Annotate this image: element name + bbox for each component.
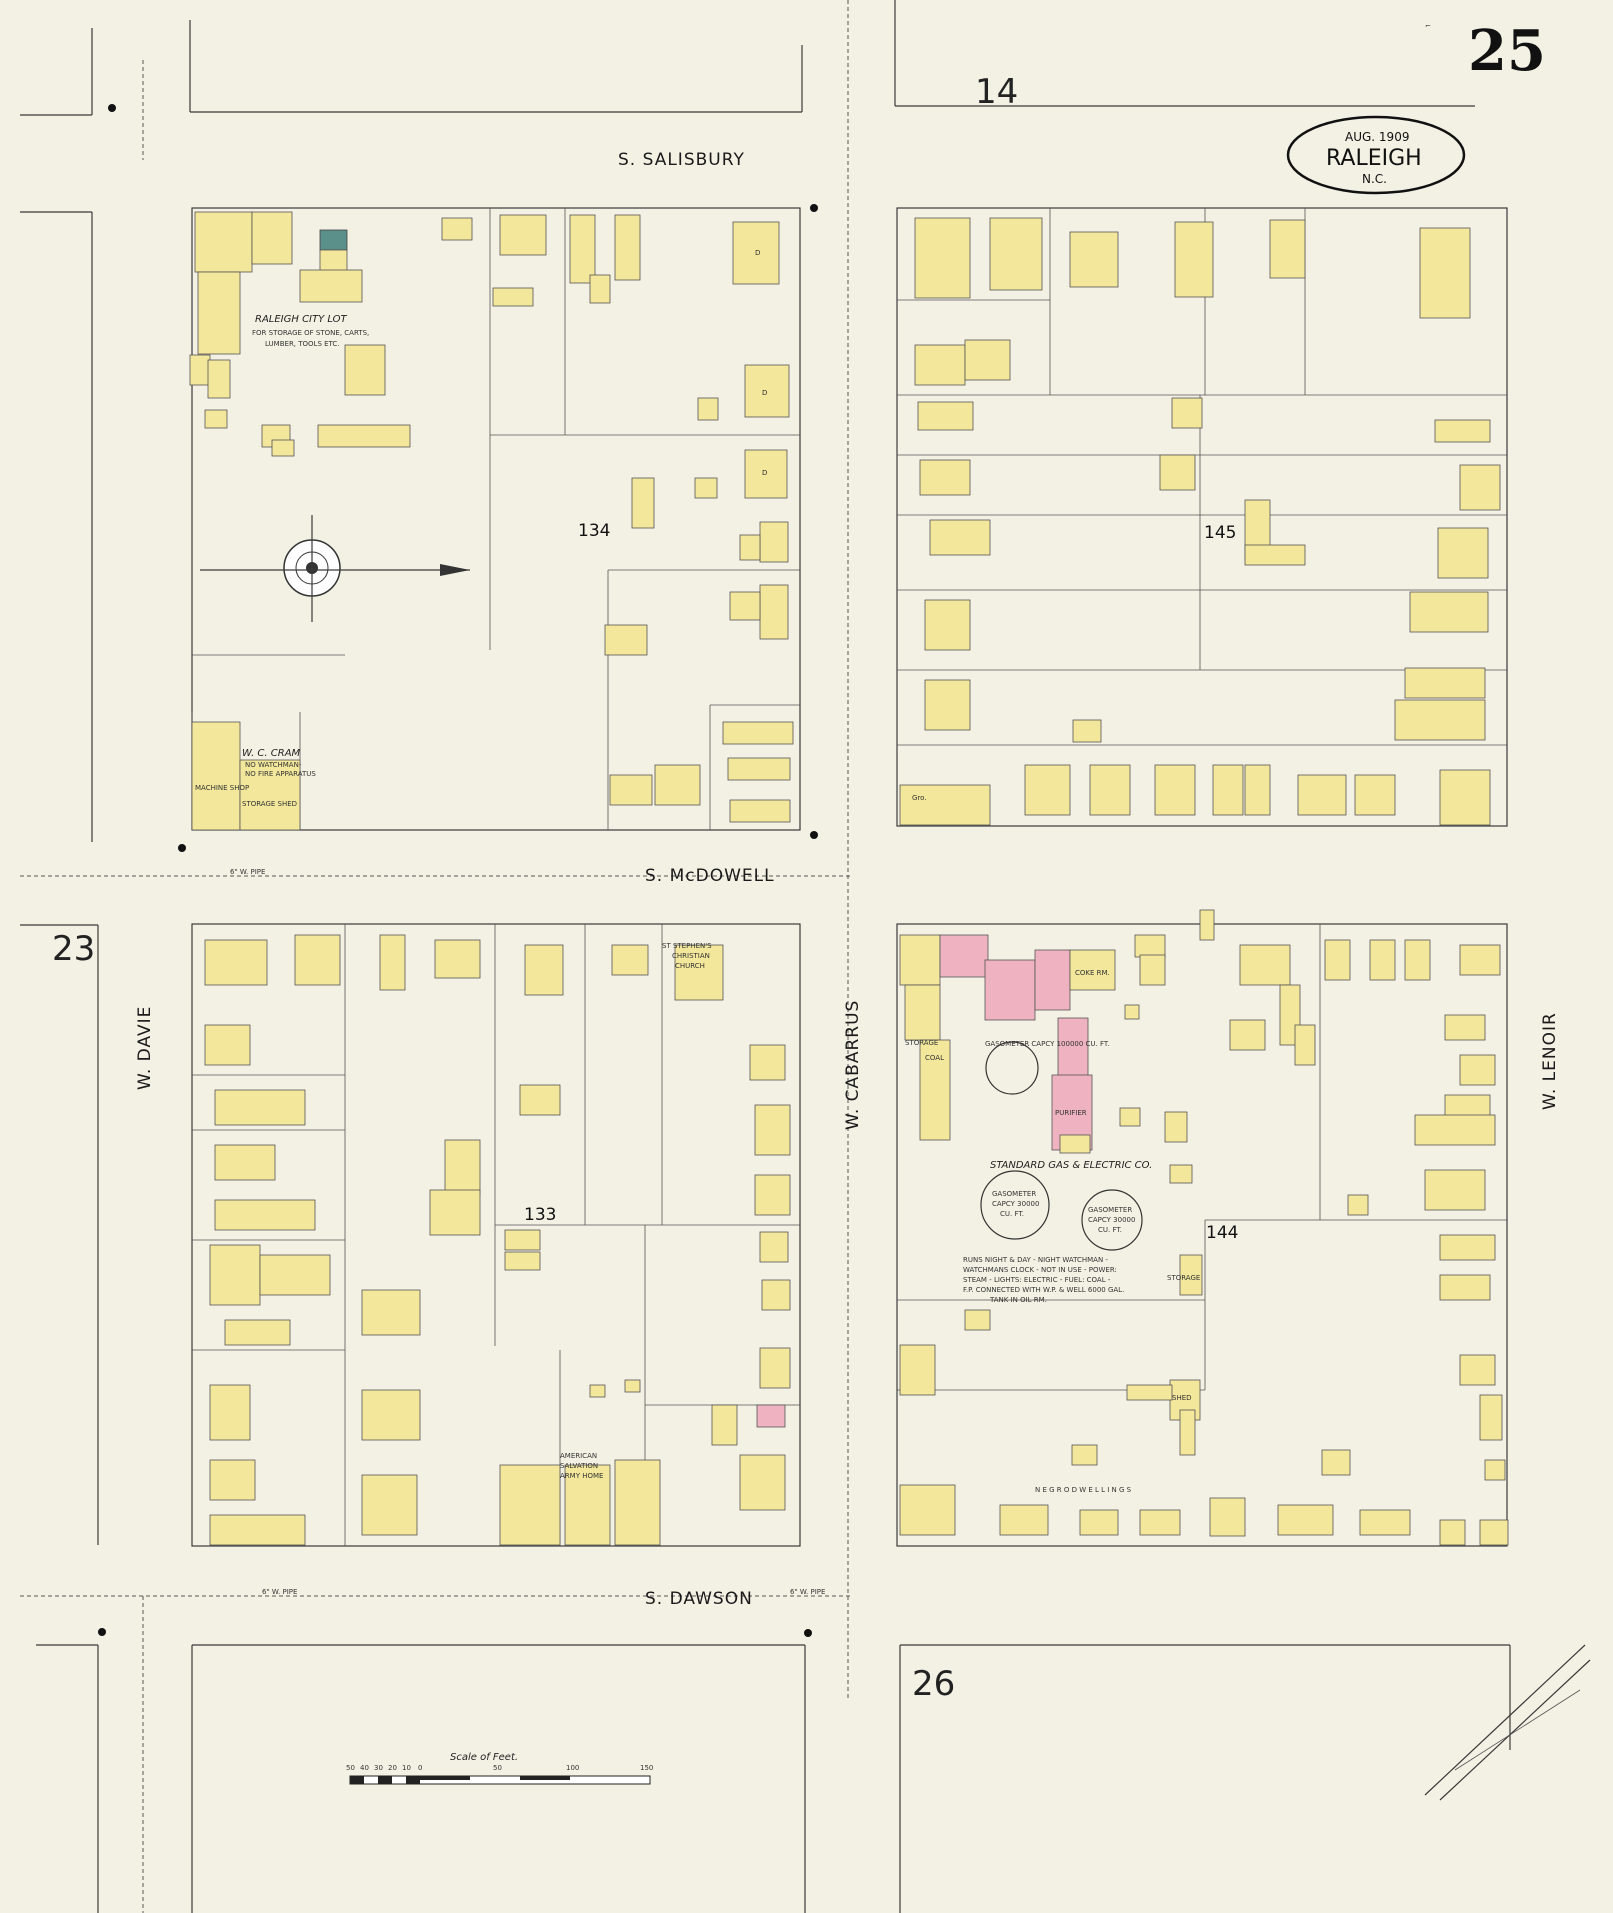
dwelling-d: D	[755, 249, 760, 257]
street-mcdowell: S. McDOWELL	[645, 866, 775, 886]
salvation-line-3: ARMY HOME	[560, 1472, 603, 1480]
street-davie: W. DAVIE	[135, 1006, 155, 1090]
gasometer-2-line-2: CAPCY 30000	[992, 1200, 1039, 1208]
storage-label-east: STORAGE	[1167, 1274, 1200, 1282]
city-lot-title: RALEIGH CITY LOT	[255, 314, 348, 325]
block-133-buildings: ST STEPHEN'S CHRISTIAN CHURCH AMERICAN S…	[192, 924, 800, 1546]
block-134: 134	[578, 521, 610, 541]
gas-company-label: STANDARD GAS & ELECTRIC CO.	[990, 1160, 1152, 1171]
pipe-label-dawson-east: 6" W. PIPE	[790, 1588, 825, 1596]
street-salisbury: S. SALISBURY	[618, 150, 745, 170]
street-grid	[20, 0, 1591, 1913]
church-line-1: ST STEPHEN'S	[662, 942, 712, 950]
gasometer-1-label: GASOMETER CAPCY 100000 CU. FT.	[985, 1040, 1110, 1048]
dwelling-d: D	[762, 389, 767, 397]
scale-tick: 150	[640, 1764, 653, 1772]
registration-mark: ⌐	[1425, 22, 1431, 30]
scale-tick: 50	[346, 1764, 355, 1772]
storage-shed-label: STORAGE SHED	[242, 800, 297, 808]
coke-room-label: COKE RM.	[1075, 969, 1110, 977]
pipe-label-mcdowell: 6" W. PIPE	[230, 868, 265, 876]
church-line-3: CHURCH	[675, 962, 705, 970]
city-lot-desc-1: FOR STORAGE OF STONE, CARTS,	[252, 329, 369, 337]
negro-dwellings-label: N E G R O D W E L L I N G S	[1035, 1486, 1132, 1494]
block-144-buildings: STANDARD GAS & ELECTRIC CO. GASOMETER CA…	[897, 909, 1509, 1546]
sheet-ref-west: 23	[52, 929, 95, 969]
gasometer-2-tank	[980, 1170, 1050, 1240]
block-145: 145	[1204, 523, 1236, 543]
cram-label: W. C. CRAM	[242, 748, 301, 759]
block-144: 144	[1206, 1223, 1238, 1243]
block-134-buildings: RALEIGH CITY LOT FOR STORAGE OF STONE, C…	[189, 208, 800, 831]
block-145-buildings: Gro.	[897, 208, 1507, 826]
date-stamp: AUG. 1909 RALEIGH N.C.	[1286, 115, 1466, 195]
street-dawson: S. DAWSON	[645, 1589, 753, 1609]
sheet-ref-north: 14	[975, 72, 1018, 112]
gasometer-3-line-1: GASOMETER	[1088, 1206, 1132, 1214]
gasometer-2-line-1: GASOMETER	[992, 1190, 1036, 1198]
gas-note-3: STEAM - LIGHTS: ELECTRIC - FUEL: COAL -	[963, 1276, 1111, 1284]
cram-note-2: NO FIRE APPARATUS	[245, 770, 316, 778]
stamp-date: AUG. 1909	[1345, 130, 1409, 144]
scale-tick: 10	[402, 1764, 411, 1772]
salvation-line-1: AMERICAN	[560, 1452, 597, 1460]
gas-note-1: RUNS NIGHT & DAY - NIGHT WATCHMAN -	[963, 1256, 1108, 1264]
purifier-label: PURIFIER	[1055, 1109, 1087, 1117]
machine-shop-label: MACHINE SHOP	[195, 784, 249, 792]
scale-title: Scale of Feet.	[450, 1752, 518, 1763]
sheet-ref-south: 26	[912, 1664, 955, 1704]
scale-tick: 20	[388, 1764, 397, 1772]
scale-tick: 0	[418, 1764, 422, 1772]
page-number: 25	[1468, 18, 1546, 84]
gas-note-4: F.P. CONNECTED WITH W.P. & WELL 6000 GAL…	[963, 1286, 1124, 1294]
gas-note-5: TANK IN OIL RM.	[989, 1296, 1047, 1304]
scale-tick: 30	[374, 1764, 383, 1772]
block-133: 133	[524, 1205, 556, 1225]
storage-label: STORAGE	[905, 1039, 938, 1047]
scale-tick: 100	[566, 1764, 579, 1772]
water-pipes: 6" W. PIPE 6" W. PIPE 6" W. PIPE	[20, 0, 850, 1913]
church-line-2: CHRISTIAN	[672, 952, 710, 960]
street-cabarrus: W. CABARRUS	[843, 1000, 863, 1130]
coal-label: COAL	[925, 1054, 944, 1062]
scale-tick: 40	[360, 1764, 369, 1772]
stamp-state: N.C.	[1362, 172, 1387, 186]
city-lot-desc-2: LUMBER, TOOLS ETC.	[265, 340, 340, 348]
grocery-label: Gro.	[912, 794, 927, 802]
scale-tick: 50	[493, 1764, 502, 1772]
compass-rose	[200, 515, 470, 622]
pipe-label-dawson: 6" W. PIPE	[262, 1588, 297, 1596]
salvation-line-2: SALVATION	[560, 1462, 598, 1470]
gas-note-2: WATCHMANS CLOCK - NOT IN USE - POWER:	[963, 1266, 1117, 1274]
hydrant-markers	[98, 104, 818, 1637]
dwelling-d: D	[762, 469, 767, 477]
street-lenoir: W. LENOIR	[1540, 1012, 1560, 1110]
gasometer-3-tank	[1081, 1189, 1143, 1251]
gasometer-2-line-3: CU. FT.	[1000, 1210, 1024, 1218]
gasometer-3-line-2: CAPCY 30000	[1088, 1216, 1135, 1224]
scale-bar: Scale of Feet. 50 40 30 20 10 0 50 100 1…	[346, 1752, 653, 1785]
cram-note-1: NO WATCHMAN-	[245, 761, 302, 769]
gasometer-3-line-3: CU. FT.	[1098, 1226, 1122, 1234]
stamp-city: RALEIGH	[1326, 146, 1422, 171]
gasometer-1-tank	[985, 1041, 1039, 1095]
shed-label: SHED	[1172, 1394, 1192, 1402]
